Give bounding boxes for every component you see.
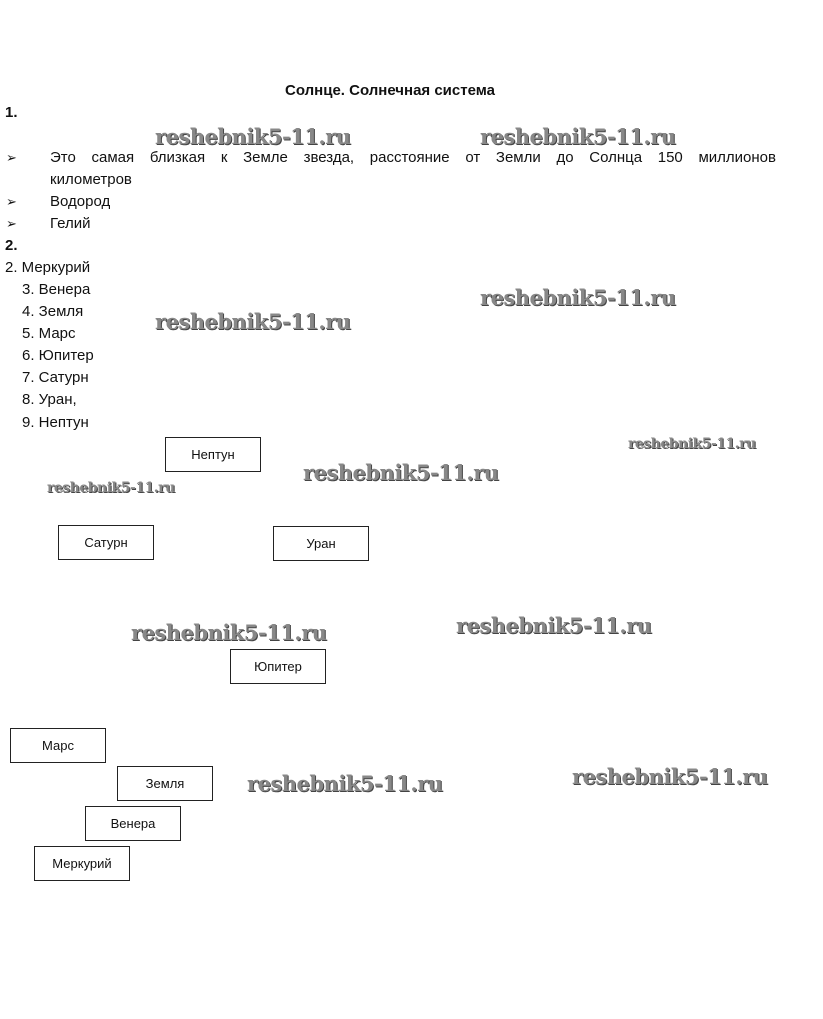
planet-list-item: 7. Сатурн (22, 369, 89, 386)
planet-box-neptune: Нептун (165, 437, 261, 472)
planet-list-item: 5. Марс (22, 325, 76, 342)
planet-list-item: 6. Юпитер (22, 347, 94, 364)
planet-box-jupiter: Юпитер (230, 649, 326, 684)
watermark: reshebnik5-11.ru (247, 771, 443, 796)
planet-list-item: 2. Меркурий (5, 259, 91, 276)
watermark: reshebnik5-11.ru (456, 613, 652, 638)
planet-list-item: 3. Венера (22, 281, 91, 298)
bullet-text: Это самая близкая к Земле звезда, рассто… (50, 149, 776, 166)
watermark: reshebnik5-11.ru (628, 436, 756, 452)
bullet-text-continued: километров (50, 171, 132, 188)
section-1-number: 1. (5, 104, 18, 121)
watermark: reshebnik5-11.ru (131, 620, 327, 645)
page-title: Солнце. Солнечная система (285, 82, 495, 99)
planet-list-item: 9. Нептун (22, 414, 89, 431)
watermark: reshebnik5-11.ru (155, 124, 351, 149)
planet-box-saturn: Сатурн (58, 525, 154, 560)
arrow-bullet-icon: ➢ (6, 194, 17, 209)
planet-box-mercury: Меркурий (34, 846, 130, 881)
arrow-bullet-icon: ➢ (6, 150, 17, 165)
watermark: reshebnik5-11.ru (303, 460, 499, 485)
section-2-number: 2. (5, 237, 18, 254)
planet-list-item: 4. Земля (22, 303, 84, 320)
watermark: reshebnik5-11.ru (572, 764, 768, 789)
planet-box-venus: Венера (85, 806, 181, 841)
arrow-bullet-icon: ➢ (6, 216, 17, 231)
watermark: reshebnik5-11.ru (47, 480, 175, 496)
planet-box-earth: Земля (117, 766, 213, 801)
watermark: reshebnik5-11.ru (480, 285, 676, 310)
planet-box-uranus: Уран (273, 526, 369, 561)
watermark: reshebnik5-11.ru (155, 309, 351, 334)
bullet-text: Гелий (50, 215, 91, 232)
planet-box-mars: Марс (10, 728, 106, 763)
planet-list-item: 8. Уран, (22, 391, 77, 408)
watermark: reshebnik5-11.ru (480, 124, 676, 149)
bullet-text: Водород (50, 193, 111, 210)
